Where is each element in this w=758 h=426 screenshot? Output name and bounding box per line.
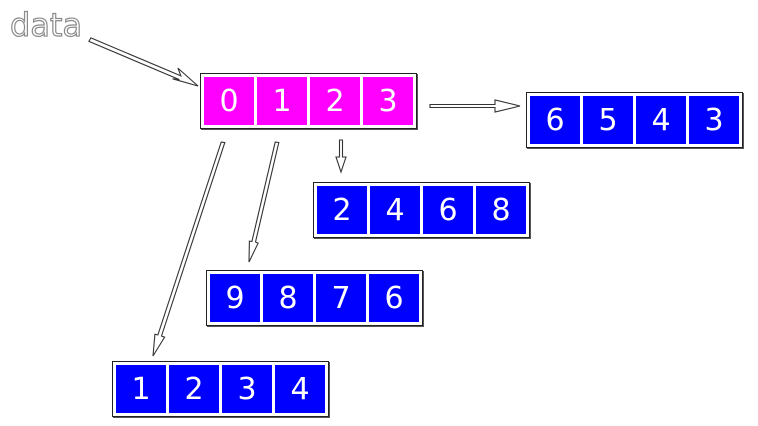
source-array: 0 1 2 3: [200, 73, 417, 129]
array-cell: 3: [363, 77, 413, 125]
array-cell: 2: [169, 365, 219, 413]
array-cell: 6: [369, 274, 419, 322]
arrow-to-doubled: [335, 139, 347, 174]
array-cell: 9: [210, 274, 260, 322]
array-cell: 3: [222, 365, 272, 413]
subtracted-array: 9 8 7 6: [206, 270, 423, 326]
array-cell: 1: [257, 77, 307, 125]
array-cell: 4: [370, 186, 420, 234]
array-cell: 8: [476, 186, 526, 234]
array-cell: 2: [310, 77, 360, 125]
doubled-array: 2 4 6 8: [313, 182, 530, 238]
array-cell: 4: [275, 365, 325, 413]
arrow-to-subtracted: [248, 141, 280, 263]
arrow-label-to-array: [88, 37, 199, 87]
arrow-to-incremented: [152, 141, 226, 357]
array-cell: 8: [263, 274, 313, 322]
array-cell: 5: [583, 96, 633, 144]
array-cell: 0: [204, 77, 254, 125]
array-cell: 3: [689, 96, 739, 144]
array-cell: 2: [317, 186, 367, 234]
reversed-array: 6 5 4 3: [526, 92, 743, 148]
array-cell: 7: [316, 274, 366, 322]
array-cell: 4: [636, 96, 686, 144]
array-cell: 6: [423, 186, 473, 234]
array-cell: 6: [530, 96, 580, 144]
incremented-array: 1 2 3 4: [112, 361, 329, 417]
arrow-to-reversed: [429, 99, 521, 113]
array-cell: 1: [116, 365, 166, 413]
data-label: data: [9, 5, 83, 44]
